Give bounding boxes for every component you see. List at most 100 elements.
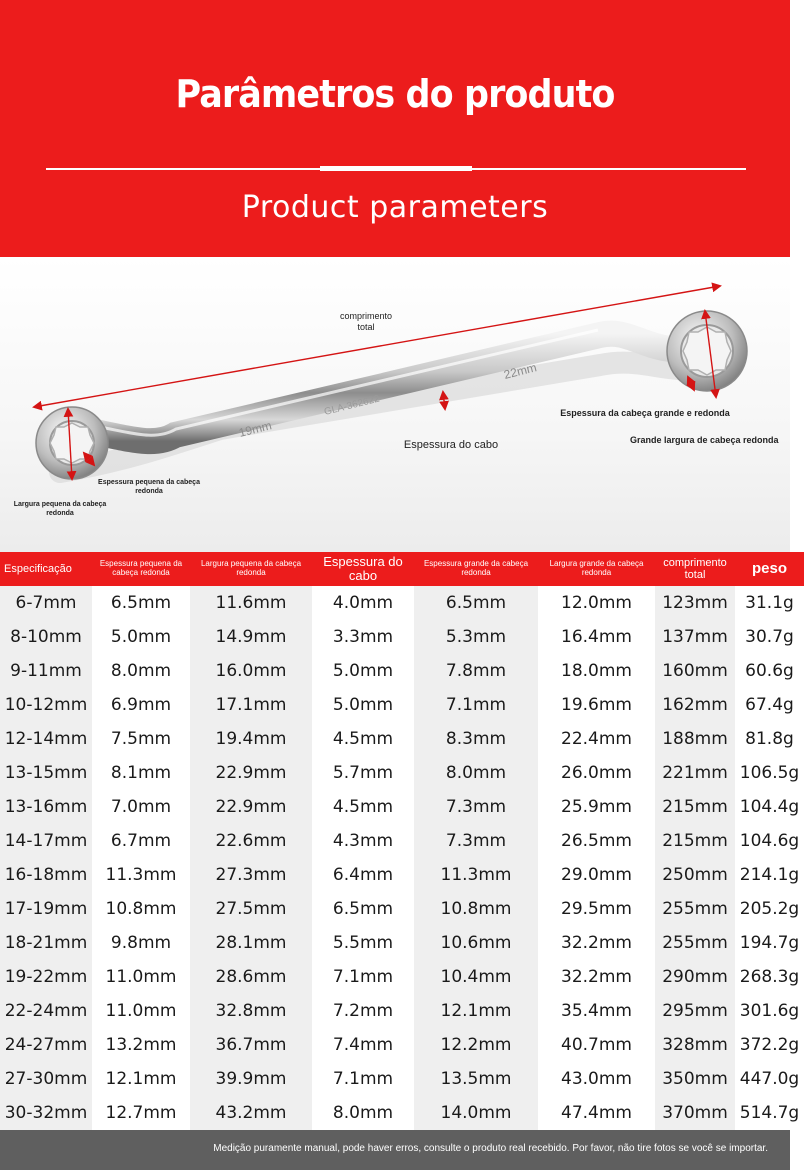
table-cell: 81.8g xyxy=(735,722,804,756)
table-cell: 7.2mm xyxy=(312,994,414,1028)
table-cell: 350mm xyxy=(655,1062,735,1096)
large-head-thickness-label: Espessura da cabeça grande e redonda xyxy=(560,408,730,418)
table-cell: 43.2mm xyxy=(190,1096,312,1130)
table-cell: 137mm xyxy=(655,620,735,654)
table-cell: 28.1mm xyxy=(190,926,312,960)
header-divider-accent xyxy=(320,166,472,171)
small-head-width-arrow xyxy=(63,407,77,481)
table-cell: 104.6g xyxy=(735,824,804,858)
table-cell: 8.1mm xyxy=(92,756,190,790)
table-cell: 7.1mm xyxy=(312,960,414,994)
col-header-handle-thickness: Espessura do cabo xyxy=(312,552,414,586)
table-cell: 14.9mm xyxy=(190,620,312,654)
small-head-thickness-arrow xyxy=(82,451,96,467)
col-header-small-width: Largura pequena da cabeça redonda xyxy=(190,552,312,586)
table-cell: 6-7mm xyxy=(0,586,92,620)
header-banner: Parâmetros do produto Product parameters xyxy=(0,0,790,257)
large-head-thickness-arrow xyxy=(686,375,696,392)
table-cell: 47.4mm xyxy=(538,1096,655,1130)
table-cell: 32.8mm xyxy=(190,994,312,1028)
table-cell: 5.0mm xyxy=(312,688,414,722)
table-cell: 290mm xyxy=(655,960,735,994)
spec-table: Especificação Espessura pequena da cabeç… xyxy=(0,552,804,1130)
table-cell: 6.7mm xyxy=(92,824,190,858)
table-cell: 7.8mm xyxy=(414,654,538,688)
col-header-large-thickness: Espessura grande da cabeça redonda xyxy=(414,552,538,586)
table-cell: 6.4mm xyxy=(312,858,414,892)
spec-table-header: Especificação Espessura pequena da cabeç… xyxy=(0,552,804,586)
footer-bar: Medição puramente manual, pode haver err… xyxy=(0,1130,790,1170)
table-cell: 6.5mm xyxy=(92,586,190,620)
page-subtitle: Product parameters xyxy=(241,190,549,225)
table-cell: 22-24mm xyxy=(0,994,92,1028)
table-cell: 514.7g xyxy=(735,1096,804,1130)
table-cell: 60.6g xyxy=(735,654,804,688)
table-cell: 14-17mm xyxy=(0,824,92,858)
table-cell: 7.1mm xyxy=(312,1062,414,1096)
large-head-width-label: Grande largura de cabeça redonda xyxy=(630,435,779,445)
table-cell: 9-11mm xyxy=(0,654,92,688)
table-cell: 221mm xyxy=(655,756,735,790)
table-cell: 6.5mm xyxy=(414,586,538,620)
table-cell: 32.2mm xyxy=(538,960,655,994)
table-cell: 32.2mm xyxy=(538,926,655,960)
table-cell: 26.0mm xyxy=(538,756,655,790)
table-cell: 10.4mm xyxy=(414,960,538,994)
table-cell: 447.0g xyxy=(735,1062,804,1096)
table-cell: 11.6mm xyxy=(190,586,312,620)
table-cell: 27-30mm xyxy=(0,1062,92,1096)
table-cell: 13.2mm xyxy=(92,1028,190,1062)
table-cell: 16-18mm xyxy=(0,858,92,892)
total-length-label: comprimento total xyxy=(339,311,393,333)
table-cell: 162mm xyxy=(655,688,735,722)
table-cell: 12.1mm xyxy=(92,1062,190,1096)
table-cell: 11.3mm xyxy=(92,858,190,892)
table-cell: 5.5mm xyxy=(312,926,414,960)
table-cell: 214.1g xyxy=(735,858,804,892)
table-cell: 24-27mm xyxy=(0,1028,92,1062)
table-cell: 17.1mm xyxy=(190,688,312,722)
table-cell: 5.0mm xyxy=(312,654,414,688)
table-cell: 8.0mm xyxy=(312,1096,414,1130)
table-cell: 22.6mm xyxy=(190,824,312,858)
table-cell: 12-14mm xyxy=(0,722,92,756)
table-cell: 4.5mm xyxy=(312,790,414,824)
table-cell: 7.0mm xyxy=(92,790,190,824)
table-cell: 160mm xyxy=(655,654,735,688)
col-header-small-thickness: Espessura pequena da cabeça redonda xyxy=(92,552,190,586)
col-header-total-length: comprimento total xyxy=(655,552,735,586)
table-cell: 255mm xyxy=(655,926,735,960)
table-cell: 370mm xyxy=(655,1096,735,1130)
table-cell: 18-21mm xyxy=(0,926,92,960)
small-head-thickness-label: Espessura pequena da cabeça redonda xyxy=(98,479,200,495)
table-cell: 43.0mm xyxy=(538,1062,655,1096)
table-cell: 8.0mm xyxy=(414,756,538,790)
table-cell: 12.2mm xyxy=(414,1028,538,1062)
table-cell: 16.0mm xyxy=(190,654,312,688)
wrench-diagram: 19mm 22mm GLA-362622 comprimento total E… xyxy=(0,257,790,552)
handle-thickness-arrow xyxy=(439,390,449,411)
table-cell: 25.9mm xyxy=(538,790,655,824)
table-cell: 372.2g xyxy=(735,1028,804,1062)
table-cell: 7.3mm xyxy=(414,824,538,858)
table-cell: 11.0mm xyxy=(92,960,190,994)
table-cell: 30-32mm xyxy=(0,1096,92,1130)
table-cell: 31.1g xyxy=(735,586,804,620)
table-cell: 4.0mm xyxy=(312,586,414,620)
table-cell: 19.4mm xyxy=(190,722,312,756)
table-cell: 18.0mm xyxy=(538,654,655,688)
table-cell: 215mm xyxy=(655,790,735,824)
table-cell: 6.5mm xyxy=(312,892,414,926)
table-cell: 205.2g xyxy=(735,892,804,926)
table-cell: 5.7mm xyxy=(312,756,414,790)
table-cell: 295mm xyxy=(655,994,735,1028)
